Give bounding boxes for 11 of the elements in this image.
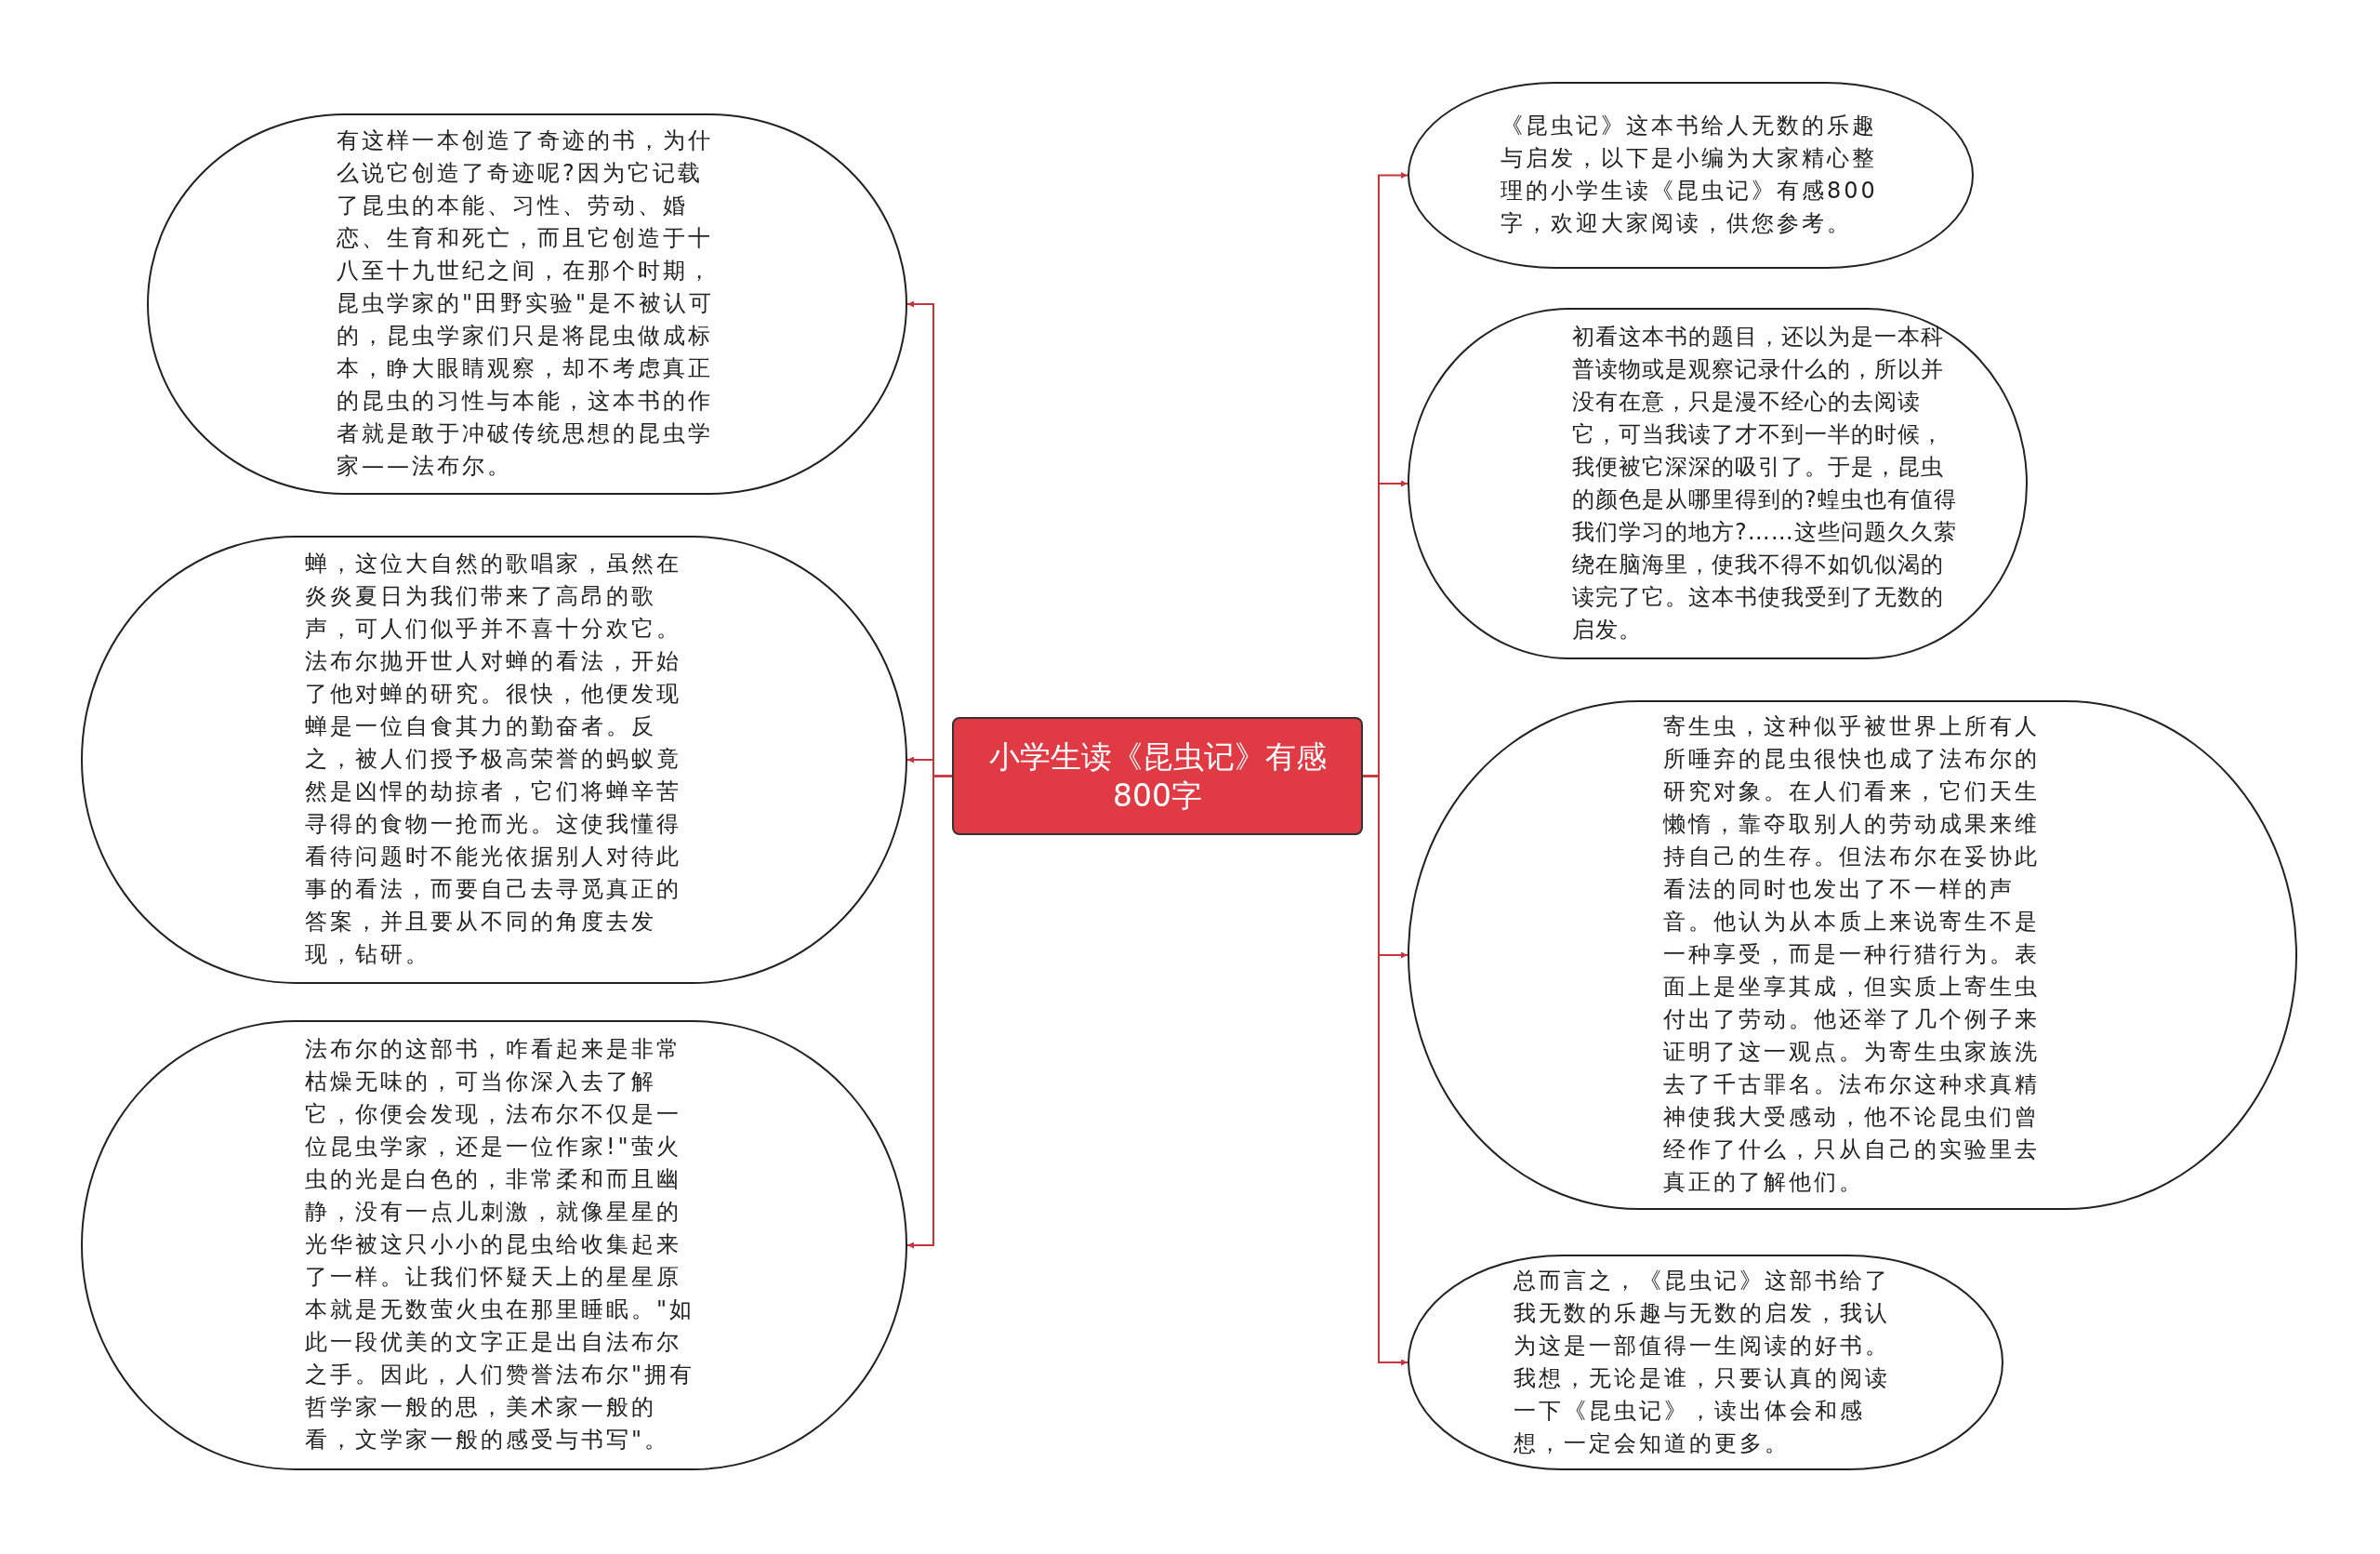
topic-text: 小学生读《昆虫记》有感800字 <box>987 737 1328 816</box>
paragraph-text: 法布尔的这部书，咋看起来是非常枯燥无味的，可当你深入去了解它，你便会发现，法布尔不仅是一位昆虫学家，还是一位作家!"萤火虫的光是白色的，非常柔和而且幽静，没有一点儿刺激，就像星星的光华被这只小小的昆虫给收集起来了一样。让我们怀疑天上的星星原本就是无数萤火虫在那里睡眠。"如此一段优美的文字正是出自法布尔之手。因此，人们赞誉法布尔"拥有哲学家一般的思，美术家一般的看，文学家一般的感受与书写"。 <box>305 1035 695 1454</box>
paragraph-text: 《昆虫记》这本书给人无数的乐趣与启发，以下是小编为大家精心整理的小学生读《昆虫记》有感800字，欢迎大家阅读，供您参考。 <box>1501 112 1879 238</box>
paragraph-text: 寄生虫，这种似乎被世界上所有人所唾弃的昆虫很快也成了法布尔的研究对象。在人们看来，它们天生懒惰，靠夺取别人的劳动成果来维持自己的生存。但法布尔在妥协此看法的同时也发出了不一样的声音。他认为从本质上来说寄生不是一种享受，而是一种行猎行为。表面上是坐享其成，但实质上寄生虫付出了劳动。他还举了几个例子来证明了这一观点。为寄生虫家族洗去了千古罪名。法布尔这种求真精神使我大受感动，他不论昆虫们曾经作了什么，只从自己的实验里去真正的了解他们。 <box>1663 712 2041 1197</box>
connector-arrow <box>906 775 953 1249</box>
paragraph-text: 初看这本书的题目，还以为是一本科普读物或是观察记录什么的，所以并没有在意，只是漫不经心的去阅读它，可当我读了才不到一半的时候，我便被它深深的吸引了。于是，昆虫的颜色是从哪里得到的?蝗虫也有值得我们学习的地方?……这些问题久久萦绕在脑海里，使我不得不如饥似渴的读完了它。这本书使我受到了无数的启发。 <box>1572 323 1958 644</box>
connector-arrow <box>1362 775 1408 1366</box>
paragraph-text: 蝉，这位大自然的歌唱家，虽然在炎炎夏日为我们带来了高昂的歌声，可人们似乎并不喜十分欢它。法布尔抛开世人对蝉的看法，开始了他对蝉的研究。很快，他便发现蝉是一位自食其力的勤奋者。反之，被人们授予极高荣誉的蚂蚁竟然是凶悍的劫掠者，它们将蝉辛苦寻得的食物一抢而光。这使我懂得看待问题时不能光依据别人对待此事的看法，而要自己去寻觅真正的答案，并且要从不同的角度去发现，钻研。 <box>305 550 682 969</box>
topic-box <box>952 717 1363 835</box>
paragraph-text: 总而言之，《昆虫记》这部书给了我无数的乐趣与无数的启发，我认为这是一部值得一生阅读的好书。我想，无论是谁，只要认真的阅读一下《昆虫记》，读出体会和感想，一定会知道的更多。 <box>1514 1267 1891 1458</box>
paragraph-text: 有这样一本创造了奇迹的书，为什么说它创造了奇迹呢?因为它记载了昆虫的本能、习性、劳动、婚恋、生育和死亡，而且它创造于十八至十九世纪之间，在那个时期，昆虫学家的"田野实验"是不被认可的，昆虫学家们只是将昆虫做成标本，睁大眼睛观察，却不考虑真正的昆虫的习性与本能，这本书的作者就是敢于冲破传统思想的昆虫学家——法布尔。 <box>337 126 716 481</box>
